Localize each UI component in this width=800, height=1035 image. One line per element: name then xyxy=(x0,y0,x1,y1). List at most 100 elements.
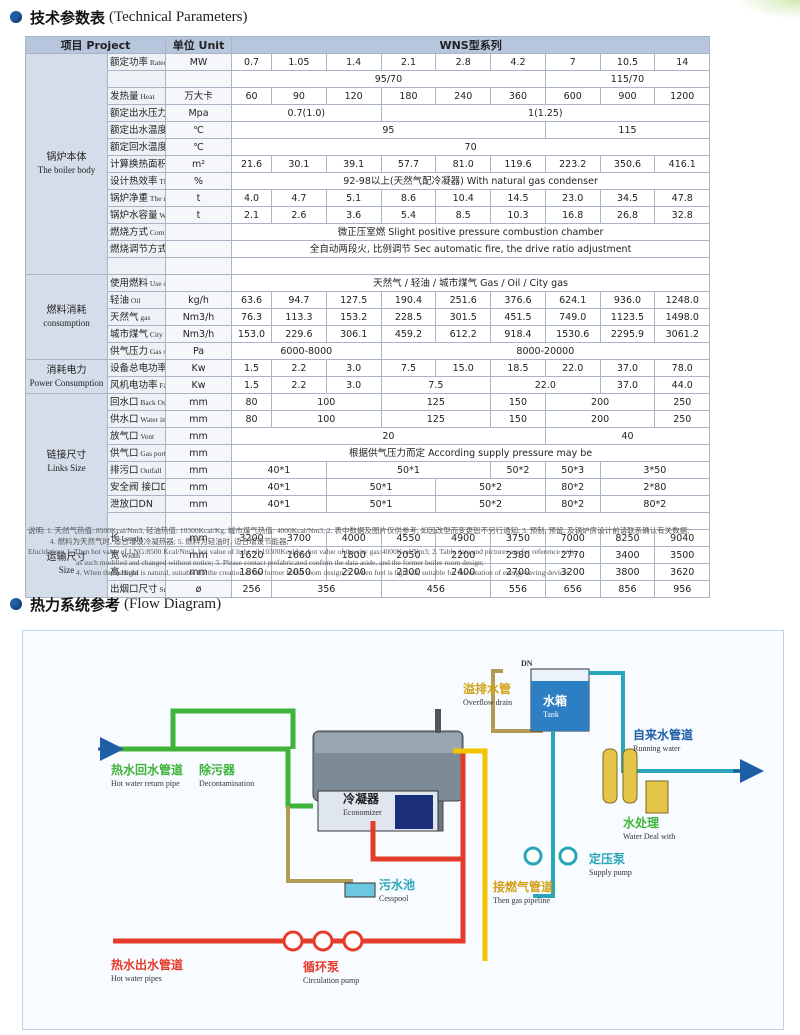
row-label-en: Lenght xyxy=(119,533,143,543)
table-cell: m² xyxy=(165,155,233,173)
label-supply-pump: 定压泵 Supply pump xyxy=(589,852,632,878)
table-cell: mm xyxy=(165,529,233,547)
value-cell: 天然气 / 轻油 / 城市煤气 Gas / Oil / City gas xyxy=(231,274,711,292)
return-pipe-to-boiler xyxy=(253,746,313,809)
value-cell: 2*80 xyxy=(599,478,711,496)
group-label-en: The boiler body xyxy=(37,165,96,175)
value-cell: 37.0 xyxy=(599,359,656,377)
value-cell: 14 xyxy=(654,53,711,71)
label-tank: 水箱 Tank xyxy=(543,694,568,720)
value-cell: 2.2 xyxy=(271,359,327,377)
value-cell: 612.2 xyxy=(435,325,492,343)
table-cell: mm xyxy=(165,444,233,462)
row-label: 燃烧调节方式 Combustion adjustment xyxy=(106,240,167,258)
value-cell: 7 xyxy=(544,53,601,71)
value-cell: 240 xyxy=(435,87,492,105)
row-label-zh: 额定回水温度 xyxy=(110,141,166,153)
table-cell: kg/h xyxy=(165,291,233,309)
value-cell: 30.1 xyxy=(271,155,327,173)
row-label: 出烟口尺寸 Smoke vents size xyxy=(106,580,167,598)
table-cell xyxy=(165,512,233,530)
economizer-fan xyxy=(395,795,433,829)
header-project: 项目 Project xyxy=(24,36,167,54)
value-cell: 47.8 xyxy=(654,189,711,207)
value-cell: 40*1 xyxy=(231,495,327,513)
table-cell: mm xyxy=(165,495,233,513)
value-cell: 301.5 xyxy=(435,308,492,326)
flow-diagram: 热水回水管道 Hot water return pipe 除污器 Deconta… xyxy=(22,630,784,1030)
group-label: 燃料消耗 consumption xyxy=(25,274,108,360)
value-cell: 4.2 xyxy=(490,53,546,71)
row-label-zh: 天然气 xyxy=(110,311,139,323)
value-cell: 350.6 xyxy=(599,155,656,173)
value-cell: 451.5 xyxy=(490,308,546,326)
row-label-zh: 泄放口DN xyxy=(110,498,153,510)
table-cell: 万大卡 xyxy=(165,87,233,105)
note-line: 说明: 1. 天然气热值: 8500Kcal/Nm3, 轻油热值: 10300K… xyxy=(28,526,690,535)
section-title-en: (Flow Diagram) xyxy=(124,595,222,612)
value-cell: 50*1 xyxy=(325,478,437,496)
value-cell: 95 xyxy=(231,121,546,139)
row-label-zh: 出烟口尺寸 xyxy=(110,583,158,595)
row-label: 额定出水压力 Rated water pressure xyxy=(106,104,167,122)
group-label-zh: 运输尺寸 xyxy=(46,551,87,563)
label-overflow: 溢排水管 Overflow drain xyxy=(463,682,513,708)
row-label: 使用燃料 Use of fuel xyxy=(106,274,167,292)
value-cell: 223.2 xyxy=(544,155,601,173)
table-row: 额定回水温度 Rated return water temperature℃70 xyxy=(26,138,765,156)
value-cell: 14.5 xyxy=(490,189,546,207)
value-cell: 50*2 xyxy=(435,495,546,513)
value-cell: 50*2 xyxy=(490,461,546,479)
row-label-en: Oil xyxy=(129,295,141,305)
table-cell xyxy=(106,512,167,530)
group-label-zh: 消耗电力 xyxy=(46,364,87,376)
row-label-en: Gas supply pressure xyxy=(149,346,165,356)
row-label: 城市煤气 City gas xyxy=(106,325,167,343)
supply-pump-group xyxy=(523,846,578,866)
supply-pump xyxy=(523,846,543,866)
row-label-zh: 高 xyxy=(110,566,120,578)
value-cell: 10.4 xyxy=(435,189,492,207)
group-label-en: Links Size xyxy=(47,462,86,473)
value-cell: 80 xyxy=(231,393,273,411)
row-label-zh: 供水口 xyxy=(110,413,139,425)
row-label-zh: 额定出水温度 xyxy=(110,124,166,136)
value-cell: 70 xyxy=(231,138,711,156)
hot-pipe-main xyxy=(113,751,466,944)
label-cesspool: 污水池 Cesspool xyxy=(379,878,416,904)
value-cell: 918.4 xyxy=(490,325,546,343)
group-label-en: consumption xyxy=(43,318,90,328)
value-cell: 1200 xyxy=(654,87,711,105)
value-cell: 3.6 xyxy=(325,206,382,224)
section-header-technical: 技术参数表 (Technical Parameters) xyxy=(10,6,247,28)
value-cell: 2.1 xyxy=(231,206,273,224)
value-cell: 18.5 xyxy=(490,359,546,377)
row-label-en: The net weight of boiler xyxy=(149,193,165,203)
value-cell: 5.4 xyxy=(380,206,437,224)
flow-diagram-svg xyxy=(98,668,764,961)
row-label-zh: 额定出水压力 xyxy=(110,107,166,119)
row-label-en: Fan electrical xyxy=(159,380,164,390)
value-cell: 44.0 xyxy=(654,376,711,394)
row-label: 放气口 Vent xyxy=(106,427,167,445)
table-row: 安全阀 接口DN Safety valvemm40*150*150*280*22… xyxy=(26,478,765,496)
row-label-zh: 排污口 xyxy=(110,464,139,476)
value-cell: 2.2 xyxy=(271,376,327,394)
row-label-en: Back Outlet xyxy=(140,397,164,407)
value-cell: 16.8 xyxy=(544,206,601,224)
table-row: 锅炉水容量 Water capacityt2.12.63.65.48.510.3… xyxy=(26,206,765,224)
value-cell: 50*2 xyxy=(435,478,546,496)
value-cell: 80*2 xyxy=(599,495,711,513)
drain-pipe xyxy=(286,806,353,883)
value-cell: 749.0 xyxy=(544,308,601,326)
group-label-zh: 燃料消耗 xyxy=(46,305,87,316)
value-cell: 22.0 xyxy=(544,359,601,377)
table-row: 燃烧调节方式 Combustion adjustment全自动两段火, 比例调节… xyxy=(26,240,765,258)
row-label: 轻油 Oil xyxy=(106,291,167,309)
label-water-treatment: 水处理 Water Deal with xyxy=(623,816,676,842)
